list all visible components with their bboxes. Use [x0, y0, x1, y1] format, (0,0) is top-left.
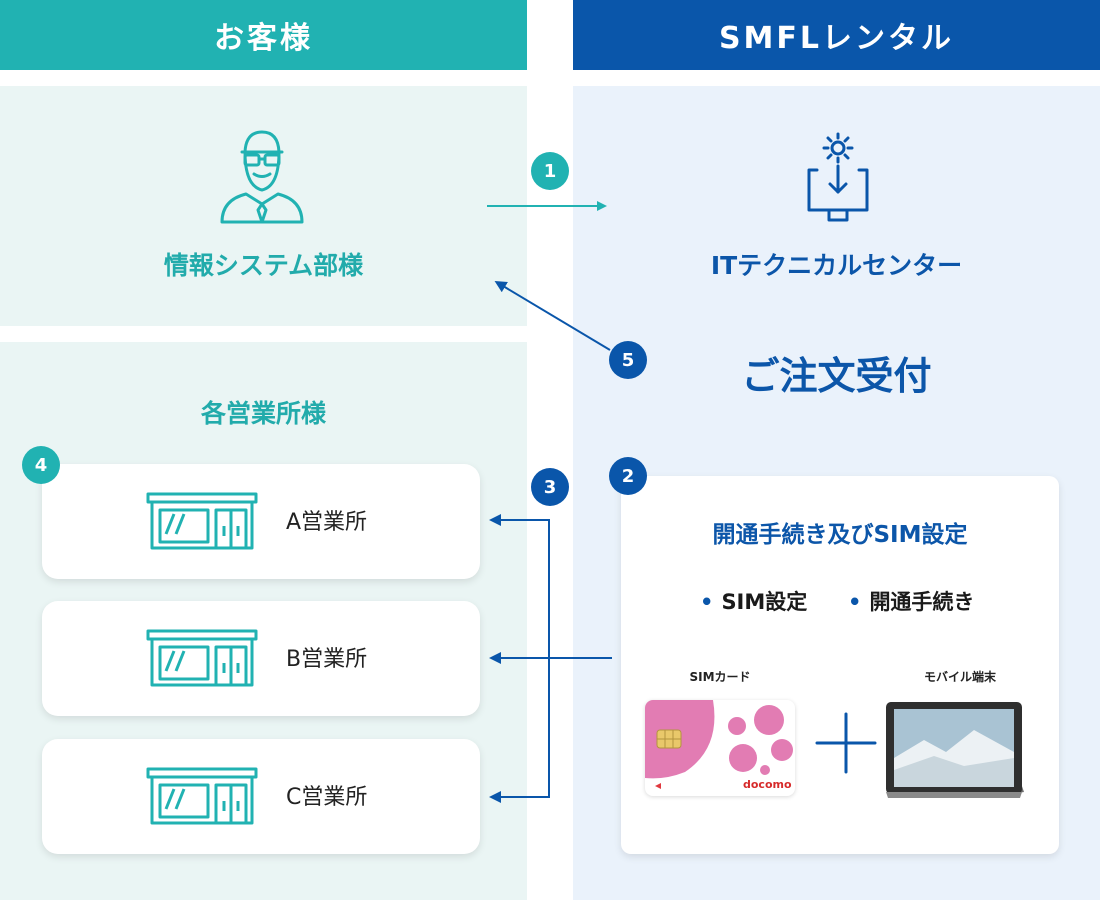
step-badge-4: 4 — [22, 446, 60, 484]
tablet-icon — [884, 700, 1032, 804]
store-icon — [146, 767, 258, 831]
gear-monitor-icon — [805, 128, 871, 228]
office-card-a: A営業所 — [42, 464, 480, 579]
branches-title: 各営業所様 — [200, 399, 326, 428]
office-card-c: C営業所 — [42, 739, 480, 854]
order-receipt-label: ご注文受付 — [741, 354, 932, 398]
it-dept-label: 情報システム部様 — [163, 251, 364, 280]
store-icon — [146, 492, 258, 556]
bullet-label: SIM設定 — [721, 590, 808, 614]
sim-card-label: SIMカード — [689, 670, 751, 684]
smfl-header: SMFLレンタル — [573, 0, 1100, 70]
step-badge-3: 3 — [531, 468, 569, 506]
plus-icon — [815, 712, 877, 778]
setup-title: 開通手続き及びSIM設定 — [712, 522, 968, 548]
person-icon — [218, 128, 306, 228]
sim-brand: docomo — [743, 778, 792, 791]
office-label: B営業所 — [286, 647, 368, 672]
step-badge-2: 2 — [609, 457, 647, 495]
customer-header: お客様 — [0, 0, 527, 70]
office-label: A営業所 — [286, 510, 368, 535]
bullet-label: 開通手続き — [869, 590, 975, 614]
step-badge-1: 1 — [531, 152, 569, 190]
mobile-device-label: モバイル端末 — [923, 670, 996, 684]
store-icon — [146, 629, 258, 693]
bullet-sim-setting: •SIM設定 — [700, 590, 808, 614]
bullet-activation: •開通手続き — [848, 590, 975, 614]
tech-center-label: ITテクニカルセンター — [710, 251, 963, 280]
step-badge-5: 5 — [609, 341, 647, 379]
office-label: C営業所 — [286, 785, 368, 810]
office-card-b: B営業所 — [42, 601, 480, 716]
sim-card-icon: docomo — [645, 700, 795, 796]
